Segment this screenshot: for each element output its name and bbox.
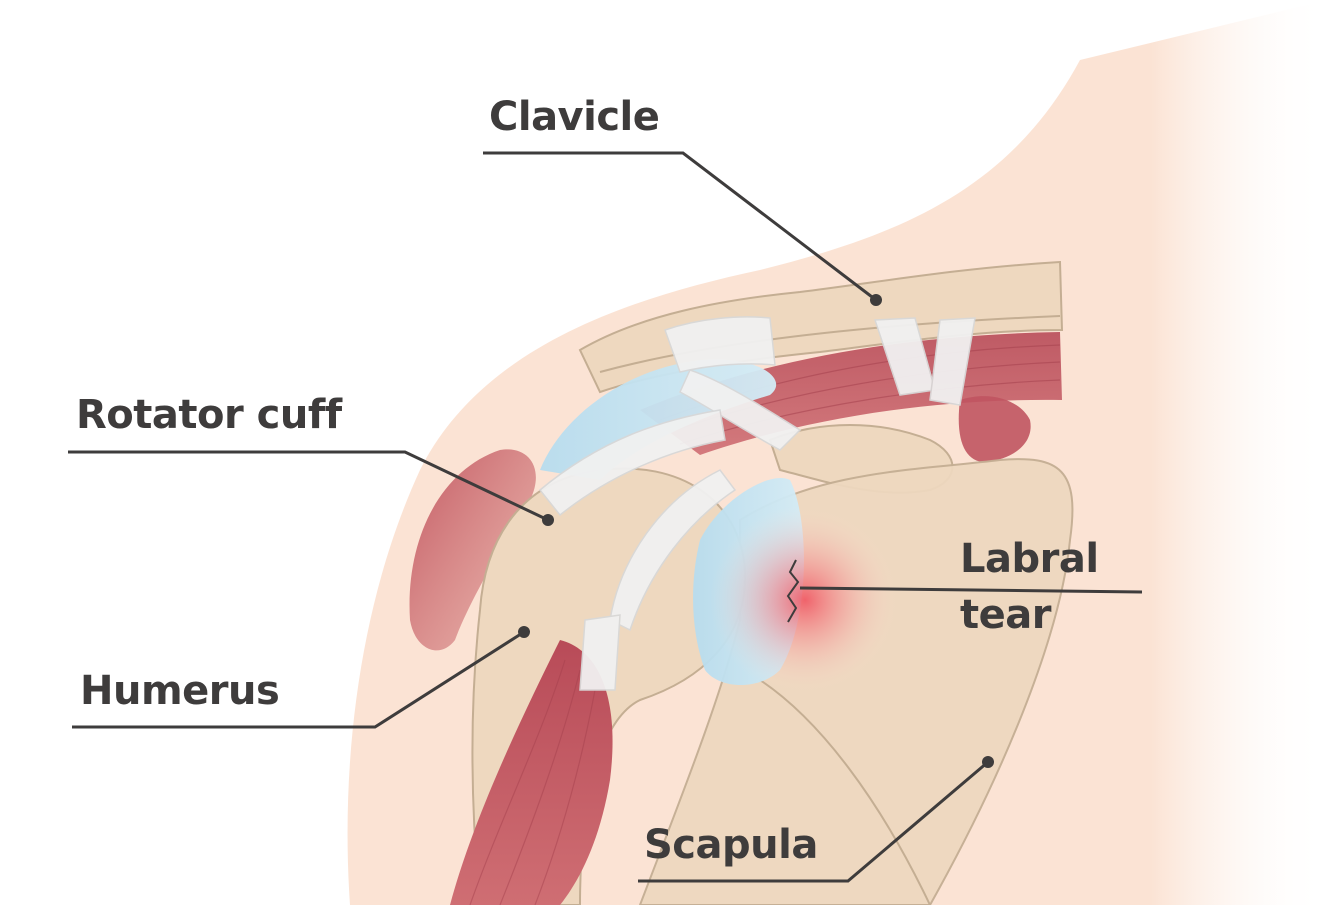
clavicle-dot [870,294,882,306]
clavicle-label: Clavicle [489,94,660,140]
humerus-label: Humerus [80,668,280,714]
humerus-dot [518,626,530,638]
scapula-label: Scapula [644,822,818,868]
labral-tear-mark [786,559,800,623]
leader-dots [518,294,994,768]
labral-tear-label: Labral tear [960,536,1099,638]
inflammation-glow [710,505,900,695]
scapula-leader-line [638,760,989,883]
biceps-muscle [450,640,613,905]
ligaments [538,316,976,691]
leader-lines [68,151,1143,883]
rotator-cuff-dot [542,514,554,526]
rotator-cuff-label: Rotator cuff [76,392,342,438]
labral-tear-label-line2: tear [960,592,1051,638]
humerus-leader-line [72,630,525,729]
scapula-dot [982,756,994,768]
labral-tear-label-line1: Labral [960,536,1099,582]
clavicle-leader-line [483,151,877,302]
labral-tear-leader-line [799,586,1143,594]
rotator-cuff-leader-line [68,450,549,522]
